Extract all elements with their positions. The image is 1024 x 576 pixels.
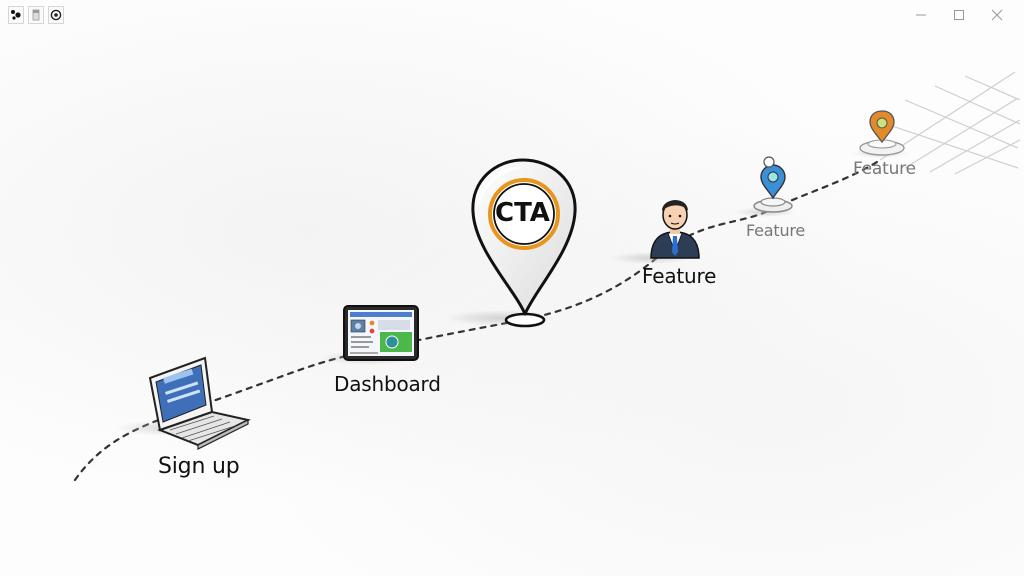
close-icon <box>991 9 1003 21</box>
laptop-icon <box>148 356 251 450</box>
map-marker-icon <box>859 110 905 156</box>
app-icon-group <box>8 6 64 24</box>
minimize-button[interactable] <box>902 4 940 26</box>
settings-icon[interactable] <box>48 6 64 24</box>
minimize-icon <box>916 14 926 16</box>
person-icon <box>650 200 700 259</box>
window-controls <box>902 4 1016 26</box>
step-label-dashboard: Dashboard <box>334 372 441 396</box>
maximize-icon <box>954 10 964 20</box>
step-label-feature-2: Feature <box>746 221 806 240</box>
map-pin-icon <box>471 158 577 328</box>
dots-icon[interactable] <box>8 6 24 24</box>
map-marker-icon <box>753 156 793 213</box>
step-label-sign-up: Sign up <box>158 454 240 479</box>
maximize-button[interactable] <box>940 4 978 26</box>
step-label-cta[interactable]: CTA <box>495 198 550 228</box>
file-icon[interactable] <box>28 6 44 24</box>
step-label-feature-3: Feature <box>853 159 916 179</box>
close-button[interactable] <box>978 4 1016 26</box>
title-bar <box>0 0 1024 30</box>
dashboard-screen-icon <box>343 305 419 361</box>
step-label-feature-1: Feature <box>642 264 717 288</box>
